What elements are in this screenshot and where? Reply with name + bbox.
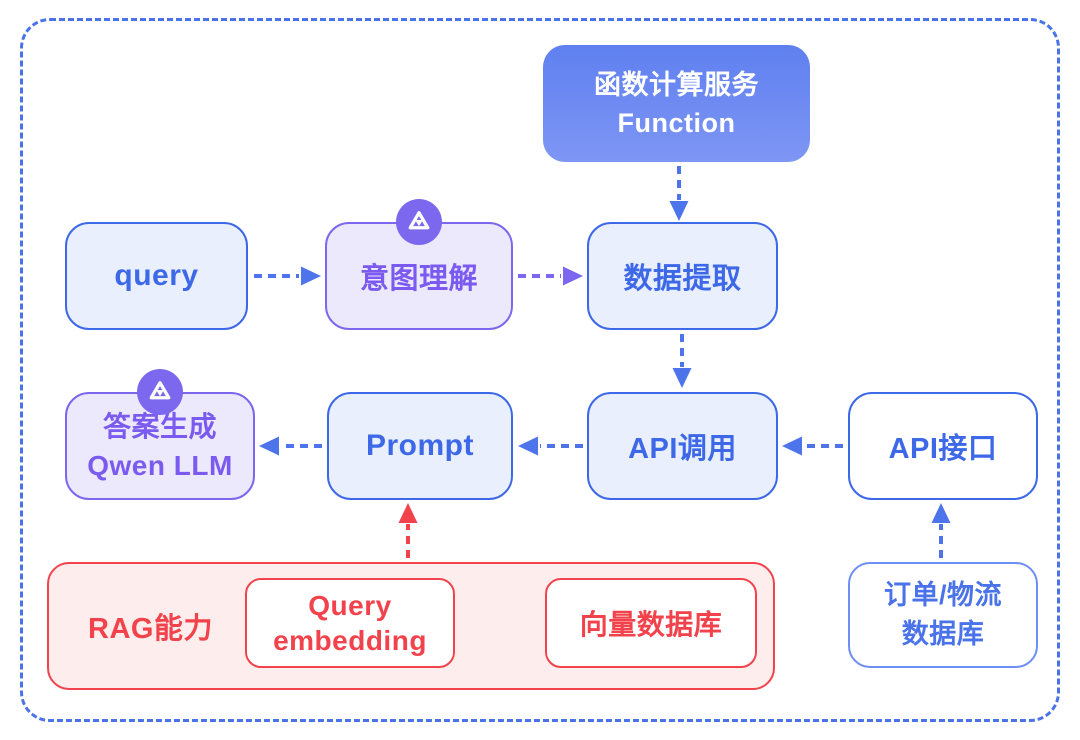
- node-intent-label: 意图理解: [359, 263, 478, 295]
- node-prompt-label: Prompt: [366, 429, 474, 462]
- node-query[interactable]: query: [65, 222, 248, 330]
- node-query-label: query: [114, 259, 199, 292]
- node-qembed-line1: Query: [308, 590, 392, 621]
- node-apicall-label: API调用: [628, 433, 737, 465]
- node-function-service-line1: 函数计算服务: [594, 69, 759, 100]
- qwen-logo-icon: [137, 369, 183, 415]
- node-api-interface[interactable]: API接口: [848, 392, 1038, 500]
- node-orderdb-line1: 订单/物流: [883, 580, 1002, 610]
- node-data-extraction[interactable]: 数据提取: [587, 222, 778, 330]
- node-query-embedding[interactable]: Query embedding: [245, 578, 455, 668]
- qwen-logo-icon: [396, 199, 442, 245]
- node-answer-line1: 答案生成: [102, 411, 217, 442]
- node-function-service-line2: Function: [617, 107, 736, 138]
- node-extract-label: 数据提取: [623, 263, 742, 295]
- node-function-service[interactable]: 函数计算服务 Function: [543, 45, 810, 162]
- rag-capability-label: RAG能力: [88, 613, 213, 645]
- node-vector-database[interactable]: 向量数据库: [545, 578, 757, 668]
- node-answer-line2: Qwen LLM: [87, 450, 233, 481]
- node-vector-label: 向量数据库: [579, 609, 723, 640]
- node-order-logistics-db[interactable]: 订单/物流 数据库: [848, 562, 1038, 668]
- node-qembed-line2: embedding: [273, 625, 427, 656]
- node-api-call[interactable]: API调用: [587, 392, 778, 500]
- qwen-logo-glyph: [149, 381, 171, 400]
- node-apiif-label: API接口: [888, 433, 998, 465]
- dashed-outer-frame: [20, 18, 1060, 722]
- node-orderdb-line2: 数据库: [901, 619, 985, 649]
- qwen-logo-glyph: [408, 211, 430, 230]
- node-prompt[interactable]: Prompt: [327, 392, 513, 500]
